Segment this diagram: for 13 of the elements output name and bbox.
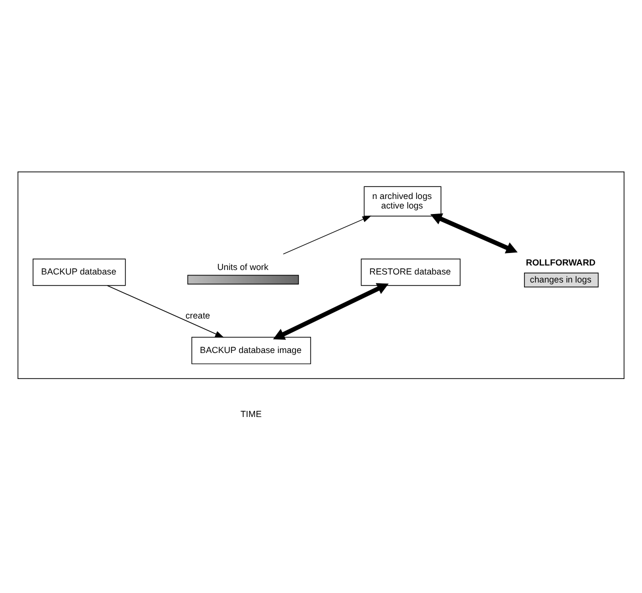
node-label: ROLLFORWARD [526,256,596,267]
arrow [107,284,224,338]
arrow [430,212,518,253]
node-box: RESTORE database [360,258,461,286]
node-box: BACKUP database [32,258,126,286]
arrow [273,282,389,340]
node-label: Units of work [217,261,268,272]
node-box: n archived logs active logs [364,186,442,216]
node-box: BACKUP database image [191,336,312,364]
arrow [282,215,372,254]
label: TIME [240,408,262,419]
edge-label: create [186,310,210,320]
cluster [18,171,624,378]
